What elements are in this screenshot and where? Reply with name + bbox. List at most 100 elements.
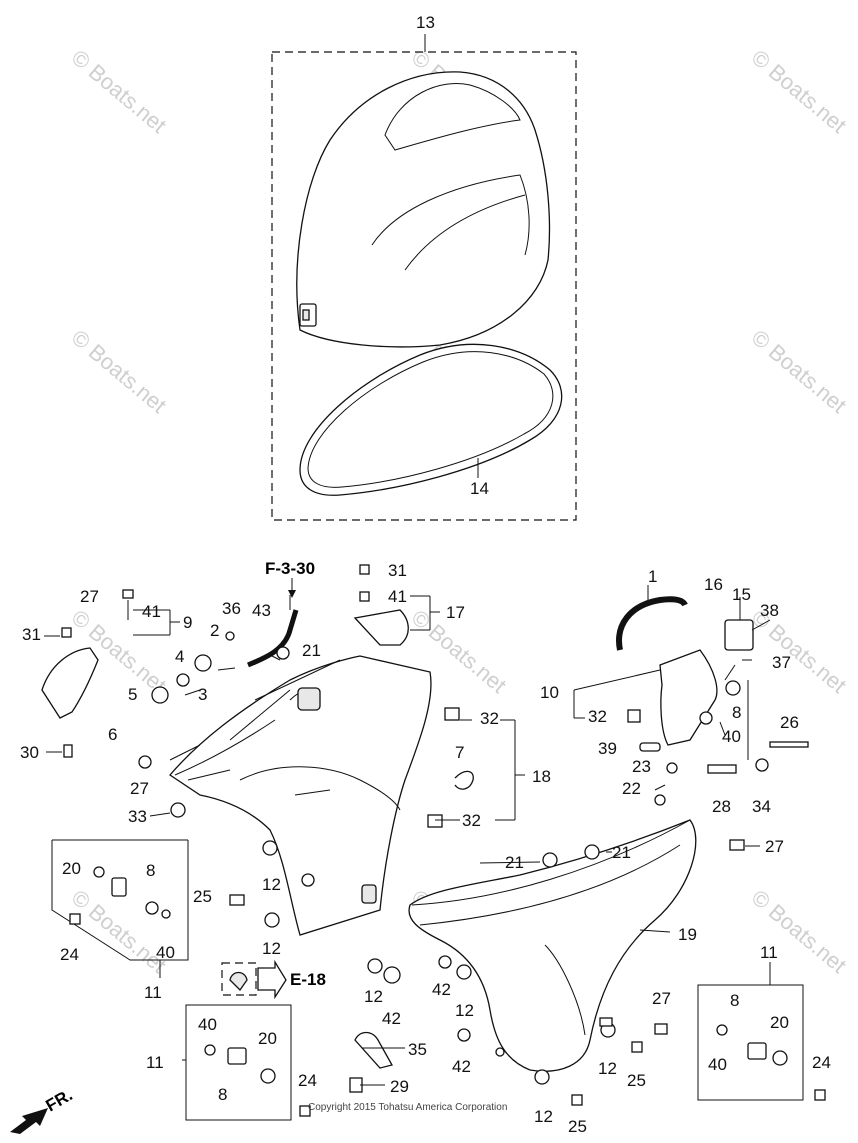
part-label: 43 xyxy=(252,601,271,620)
part-label: 27 xyxy=(652,989,671,1008)
detail-box-e18 xyxy=(221,962,257,996)
part-label: 18 xyxy=(532,767,551,786)
hook-bracket xyxy=(41,647,99,719)
copyright-text: Copyright 2015 Tohatsu America Corporati… xyxy=(308,1102,507,1113)
part-label: 40 xyxy=(198,1015,217,1034)
part-label: 13 xyxy=(416,13,435,32)
part-label: 15 xyxy=(732,585,751,604)
part-label: 25 xyxy=(193,887,212,906)
part-label: 1 xyxy=(648,567,657,586)
reference-arrow-e18 xyxy=(257,959,287,1000)
reference-top: F-3-30 xyxy=(265,559,315,578)
part-label: 42 xyxy=(432,980,451,999)
lower-cowl-starboard xyxy=(408,819,697,1072)
lower-cowling-group xyxy=(41,564,826,1121)
part-label: 24 xyxy=(298,1071,317,1090)
part-label: 31 xyxy=(388,561,407,580)
part-label: 34 xyxy=(752,797,771,816)
part-label: 12 xyxy=(534,1107,553,1126)
part-label: 38 xyxy=(760,601,779,620)
part-label: 27 xyxy=(130,779,149,798)
hose-43 xyxy=(247,609,299,668)
part-label: 12 xyxy=(598,1059,617,1078)
reference-front: FR. xyxy=(43,1085,76,1115)
cowl-seal xyxy=(299,343,563,496)
part-label: 16 xyxy=(704,575,723,594)
part-label: 12 xyxy=(262,939,281,958)
part-label: 40 xyxy=(708,1055,727,1074)
part-label: 17 xyxy=(446,603,465,622)
part-label: 24 xyxy=(60,945,79,964)
part-label: 40 xyxy=(722,727,741,746)
part-label: 24 xyxy=(812,1053,831,1072)
hose-1 xyxy=(616,596,688,651)
part-label: 4 xyxy=(175,647,184,666)
part-label: 32 xyxy=(462,811,481,830)
part-label: 3 xyxy=(198,685,207,704)
front-arrow-icon xyxy=(10,1108,48,1134)
part-label: 42 xyxy=(382,1009,401,1028)
clip-35 xyxy=(354,1031,393,1069)
part-label: 26 xyxy=(780,713,799,732)
part-label: 12 xyxy=(455,1001,474,1020)
top-cowling xyxy=(296,71,551,348)
part-label: 37 xyxy=(772,653,791,672)
part-label: 5 xyxy=(128,685,137,704)
part-label: 31 xyxy=(22,625,41,644)
part-label: 2 xyxy=(210,621,219,640)
part-label: 9 xyxy=(183,613,192,632)
part-label: 11 xyxy=(146,1053,164,1072)
part-label: 20 xyxy=(258,1029,277,1048)
leader-lines xyxy=(44,585,771,1086)
part-label: 20 xyxy=(770,1013,789,1032)
part-label: 21 xyxy=(302,641,321,660)
part-label: 8 xyxy=(146,861,155,880)
part-label: 28 xyxy=(712,797,731,816)
part-label: 12 xyxy=(364,987,383,1006)
part-label: 8 xyxy=(732,703,741,722)
part-label: 32 xyxy=(480,709,499,728)
top-cowling-group xyxy=(271,34,577,521)
reference-side: E-18 xyxy=(290,970,326,989)
part-label: 7 xyxy=(455,743,464,762)
part-label: 27 xyxy=(765,837,784,856)
part-label: 30 xyxy=(20,743,39,762)
part-label: 21 xyxy=(505,853,524,872)
part-label: 25 xyxy=(627,1071,646,1090)
watermark: © Boats.net xyxy=(67,885,171,978)
part-label: 10 xyxy=(540,683,559,702)
part-label: 33 xyxy=(128,807,147,826)
part-label: 36 xyxy=(222,599,241,618)
part-label: 6 xyxy=(108,725,117,744)
part-label: 35 xyxy=(408,1040,427,1059)
part-label: 41 xyxy=(388,587,407,606)
fasteners xyxy=(61,564,809,1106)
bracket-15 xyxy=(724,619,754,651)
clamp-7 xyxy=(454,770,474,790)
part-label: 42 xyxy=(452,1057,471,1076)
bracket-10 xyxy=(659,649,718,746)
watermark: © Boats.net xyxy=(747,885,851,978)
part-label: 40 xyxy=(156,943,175,962)
top-cowl-dashed-box xyxy=(271,51,577,521)
part-label: 8 xyxy=(218,1085,227,1104)
watermark: © Boats.net xyxy=(747,45,851,138)
part-label: 12 xyxy=(262,875,281,894)
part-label: 23 xyxy=(632,757,651,776)
watermark: © Boats.net xyxy=(67,325,171,418)
part-label: 11 xyxy=(760,943,778,962)
part-label: 32 xyxy=(588,707,607,726)
watermark: © Boats.net xyxy=(67,45,171,138)
part-label: 39 xyxy=(598,739,617,758)
part-label: 22 xyxy=(622,779,641,798)
part-label: 11 xyxy=(144,983,162,1002)
part-label: 25 xyxy=(568,1117,587,1136)
part-label: 19 xyxy=(678,925,697,944)
watermark: © Boats.net xyxy=(747,325,851,418)
part-label: 8 xyxy=(730,991,739,1010)
harness-lever xyxy=(353,609,409,646)
part-label: 29 xyxy=(390,1077,409,1096)
lower-cowl-port xyxy=(169,655,432,936)
part-label: 20 xyxy=(62,859,81,878)
